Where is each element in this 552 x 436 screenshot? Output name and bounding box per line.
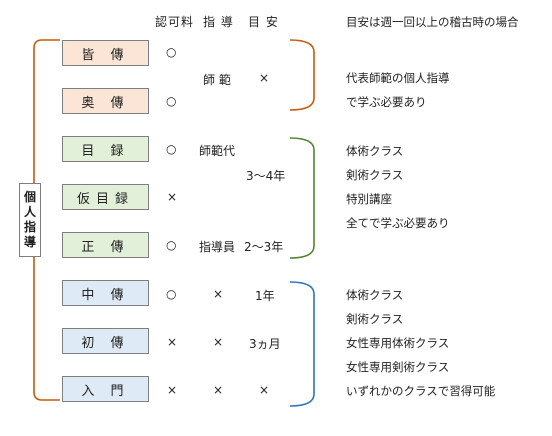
- note-group2-line: 全てで学ぶ必要あり: [346, 216, 450, 230]
- note-group3-line: 女性専用剣術クラス: [346, 360, 450, 374]
- rank-shoden: 初 傳: [62, 328, 149, 354]
- rank-okuden: 奥 傳: [62, 88, 149, 114]
- note-group2-line: 体術クラス: [346, 144, 404, 158]
- side-label-char: 指: [23, 220, 36, 234]
- side-label-char: 人: [23, 205, 36, 219]
- fee-seiden: ○: [166, 238, 177, 252]
- guidance-instructor: 指導員: [199, 240, 236, 254]
- fee-chuden: ○: [166, 287, 177, 301]
- guide-shoden: 3ヵ月: [249, 337, 281, 351]
- header-fee: 認可料: [155, 15, 195, 29]
- fee-mokuroku: ○: [166, 142, 177, 156]
- guidance-shoden: ×: [213, 335, 224, 349]
- green-bracket: [289, 137, 315, 259]
- blue-bracket: [289, 281, 315, 407]
- side-label-char: 個: [23, 190, 36, 204]
- fee-kaiden: ○: [166, 45, 177, 59]
- rank-seiden: 正 傳: [62, 232, 149, 258]
- guide-chuden: 1年: [255, 289, 275, 303]
- guide-mokuroku-group: 3～4年: [246, 169, 286, 183]
- note-group2-line: 特別講座: [346, 192, 392, 206]
- header-guidance: 指 導: [203, 15, 234, 29]
- note-group2-line: 剣術クラス: [346, 168, 404, 182]
- note-group3-line: 女性専用体術クラス: [346, 336, 450, 350]
- side-label: 個 人 指 導: [19, 183, 41, 257]
- note-group1-line: で学ぶ必要あり: [346, 95, 427, 109]
- guidance-chuden: ×: [213, 287, 224, 301]
- guide-okuden-group: ×: [259, 71, 270, 85]
- guidance-master-deputy: 師範代: [199, 144, 236, 158]
- orange-bracket: [289, 39, 315, 111]
- fee-okuden: ○: [166, 94, 177, 108]
- rank-nyumon: 入 門: [62, 376, 149, 402]
- rank-mokuroku: 目 録: [62, 136, 149, 162]
- side-label-char: 導: [23, 235, 36, 249]
- rank-karimokuroku: 仮目録: [62, 184, 149, 210]
- header-note: 目安は週一回以上の稽古時の場合: [346, 15, 519, 29]
- fee-karimokuroku: ×: [167, 190, 178, 204]
- fee-shoden: ×: [167, 335, 178, 349]
- rank-kaiden: 皆 傳: [62, 40, 149, 66]
- guidance-master: 師 範: [203, 73, 231, 87]
- note-group3-line: 剣術クラス: [346, 312, 404, 326]
- header-guide: 目 安: [248, 15, 279, 29]
- note-group3-line: 体術クラス: [346, 288, 404, 302]
- fee-nyumon: ×: [167, 383, 178, 397]
- note-group1-line: 代表師範の個人指導: [346, 71, 450, 85]
- guide-seiden: 2～3年: [244, 240, 284, 254]
- guidance-nyumon: ×: [213, 383, 224, 397]
- rank-chuden: 中 傳: [62, 280, 149, 306]
- note-group3-line: いずれかのクラスで習得可能: [346, 384, 496, 398]
- guide-nyumon: ×: [259, 383, 270, 397]
